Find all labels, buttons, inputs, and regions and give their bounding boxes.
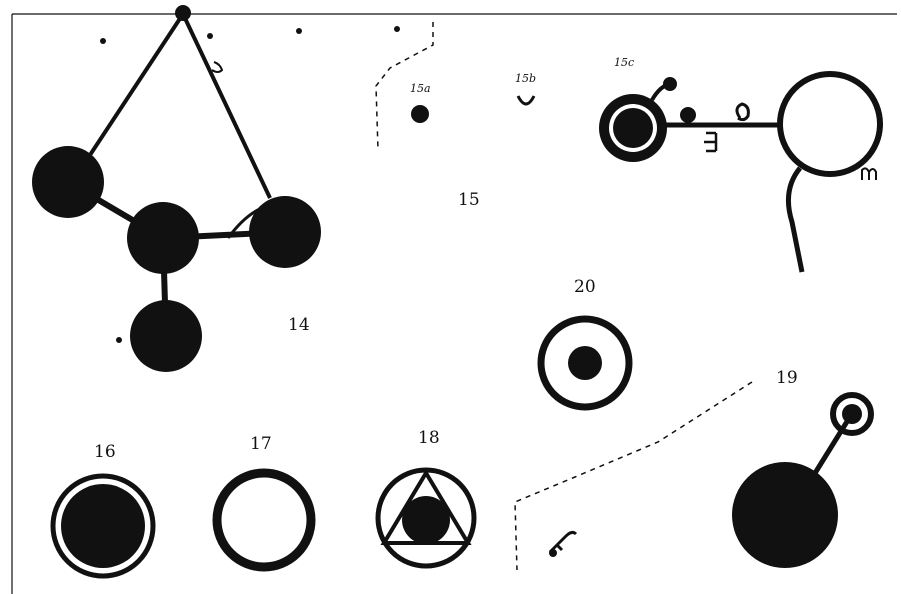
- fig19-small-glyph: [548, 530, 578, 554]
- fig19-glyph-node: [549, 549, 557, 557]
- fig15a-label: 15a: [410, 82, 431, 95]
- fig19-large-disc: [732, 462, 838, 568]
- fig17-label: 17: [250, 434, 272, 454]
- fig20-core: [568, 346, 602, 380]
- fig15a-dot: [411, 105, 429, 123]
- fig14-dot-3: [296, 28, 302, 34]
- fig14-link-apex-right: [181, 13, 272, 199]
- figure-18: 18: [375, 428, 477, 569]
- fig20-label: 20: [574, 277, 596, 297]
- fig15c-glyph-a: [735, 102, 750, 122]
- fig16-label: 16: [94, 442, 116, 462]
- fig15c-label: 15c: [614, 56, 634, 69]
- fig19-small-ring: [830, 392, 874, 436]
- fig15b-label: 15b: [515, 72, 536, 85]
- fig14-bottom-disc: [130, 300, 202, 372]
- fig15c-glyph-e: [704, 131, 718, 153]
- fig14-label: 14: [288, 315, 310, 335]
- fig14-dot-2: [207, 33, 213, 39]
- fig17-outer-ring: [212, 468, 316, 572]
- fig14-dot-4: [394, 26, 400, 32]
- fig15b-cup-glyph: [516, 95, 536, 106]
- fig14-right-disc: [249, 196, 321, 268]
- fig15c-hook-node: [663, 77, 677, 91]
- fig18-label: 18: [418, 428, 440, 448]
- fig15c-connector-node: [680, 107, 696, 123]
- fig19-label: 19: [776, 368, 798, 388]
- fig15c-large-ring: [777, 71, 883, 177]
- figure-14: 14: [32, 5, 400, 372]
- fig15c-tail: [785, 166, 805, 273]
- fig19-dashed-boundary: [514, 381, 753, 571]
- fig15c-glyph-m: [861, 167, 877, 180]
- fig14-dot-1: [100, 38, 106, 44]
- fig14-apex-node: [175, 5, 191, 21]
- fig14-left-disc: [32, 146, 104, 218]
- figure-16: 16: [50, 442, 156, 579]
- fig20-outer-ring: [537, 315, 633, 411]
- fig14-dot-5: [116, 337, 122, 343]
- fig14-glyph: [211, 61, 224, 73]
- figure-20: 20: [537, 277, 633, 411]
- fig18-core: [402, 496, 450, 544]
- figure-19: 19: [514, 368, 874, 571]
- fig15c-left-core: [613, 108, 653, 148]
- fig14-center-disc: [127, 202, 199, 274]
- fig19-small-core: [842, 404, 862, 424]
- figure-15: 15 15a 15b 15c: [375, 22, 883, 273]
- fig16-disc: [61, 484, 145, 568]
- figure-17: 17: [212, 434, 322, 572]
- fig15-dashed-boundary: [375, 22, 434, 151]
- fig14-link-apex-left: [86, 12, 185, 160]
- fig16-outer-ring: [50, 473, 156, 579]
- fig15-label: 15: [458, 190, 480, 210]
